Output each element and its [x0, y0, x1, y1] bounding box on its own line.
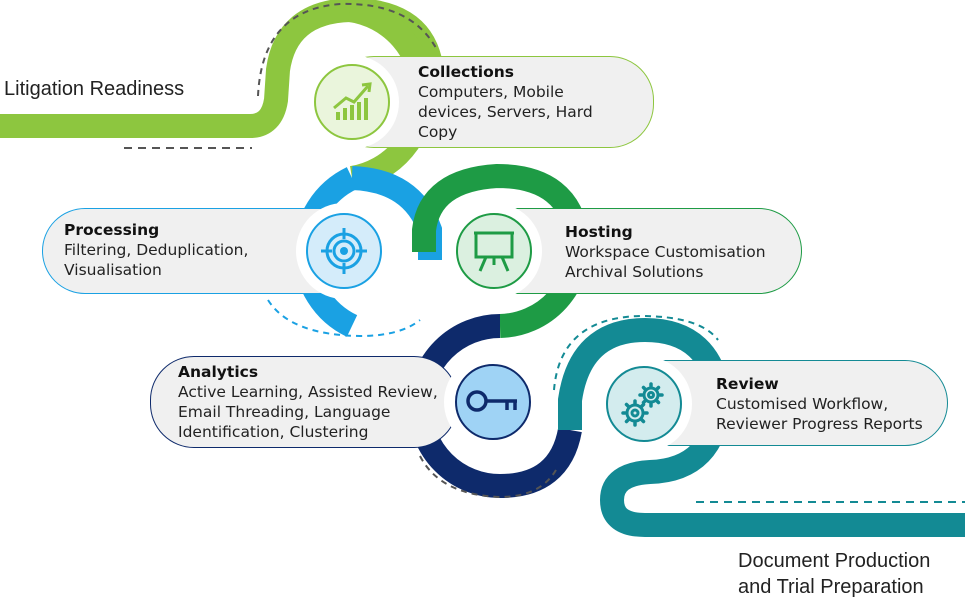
review-line-2: Reviewer Progress Reports [716, 415, 923, 433]
hosting-line-2: Archival Solutions [565, 263, 704, 281]
review-line-1: Customised Workflow, [716, 395, 889, 413]
review-text: Review Customised Workflow, Reviewer Pro… [716, 374, 923, 434]
end-label-line-2: and Trial Preparation [738, 576, 924, 598]
analytics-title: Analytics [178, 363, 259, 381]
end-label: Document Production and Trial Preparatio… [738, 548, 930, 600]
processing-icon-badge [306, 213, 382, 289]
analytics-line-2: Email Threading, Language [178, 403, 391, 421]
processing-line-2: Visualisation [64, 261, 162, 279]
hosting-text: Hosting Workspace Customisation Archival… [565, 222, 766, 282]
growth-chart-icon [333, 82, 372, 120]
review-icon-badge [606, 366, 682, 442]
analytics-ring-right [499, 427, 582, 498]
dash-review [553, 314, 719, 391]
analytics-line-1: Active Learning, Assisted Review, [178, 383, 438, 401]
analytics-card [150, 356, 458, 448]
hosting-icon-badge [456, 213, 532, 289]
dash-analytics [419, 455, 557, 499]
analytics-text: Analytics Active Learning, Assisted Revi… [178, 362, 438, 442]
processing-line-1: Filtering, Deduplication, [64, 241, 249, 259]
hosting-line-1: Workspace Customisation [565, 243, 766, 261]
review-title: Review [716, 375, 779, 393]
analytics-icon-badge [455, 364, 531, 440]
start-label: Litigation Readiness [4, 78, 185, 100]
processing-text: Processing Filtering, Deduplication, Vis… [64, 220, 248, 280]
collections-line-2: devices, Servers, Hard [418, 103, 593, 121]
collections-line-3: Copy [418, 123, 458, 141]
target-icon [321, 228, 367, 274]
dash-processing [267, 299, 421, 338]
collections-title: Collections [418, 63, 514, 81]
key-icon [466, 390, 517, 412]
presentation-board-icon [474, 231, 514, 272]
hosting-title: Hosting [565, 223, 633, 241]
collections-text: Collections Computers, Mobile devices, S… [418, 62, 593, 142]
processing-title: Processing [64, 221, 160, 239]
end-label-line-1: Document Production [738, 550, 931, 572]
hosting-ring [412, 163, 590, 252]
entry-track [0, 0, 442, 138]
collections-icon-badge [314, 64, 390, 140]
dash-top [257, 2, 437, 97]
gears-icon [621, 382, 664, 427]
analytics-line-3: Identification, Clustering [178, 423, 369, 441]
collections-line-1: Computers, Mobile [418, 83, 564, 101]
